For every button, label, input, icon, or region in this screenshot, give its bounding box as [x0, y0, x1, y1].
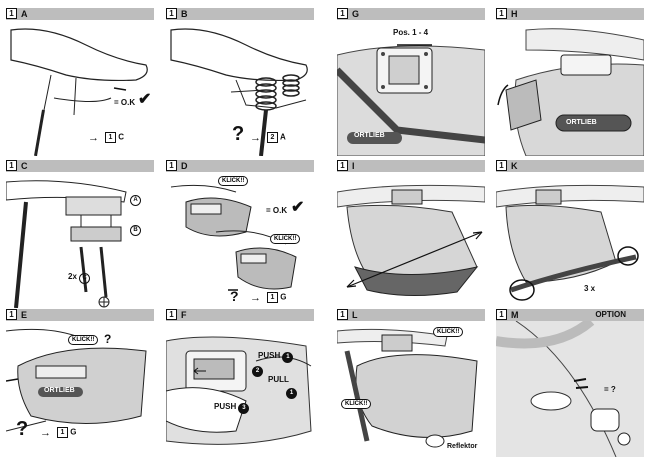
- step-b-header: 1 B: [166, 8, 314, 20]
- step-letter: A: [21, 9, 28, 19]
- step-letter: I: [352, 161, 355, 171]
- step-number-box: 1: [166, 8, 177, 19]
- step-d-header: 1 D: [166, 160, 314, 172]
- bag-remove-illustration: [6, 328, 147, 432]
- bag-roll-illustration: [496, 184, 644, 301]
- step-e-header: 1 E: [6, 309, 154, 321]
- step-a-header: 1 A: [6, 8, 154, 20]
- part-a-label: A: [130, 194, 141, 206]
- step-one-marker: 1: [286, 387, 297, 399]
- roll-count: 3 x: [584, 284, 596, 293]
- screw-count-label: 2x C: [68, 272, 91, 284]
- next-arrow: →: [40, 427, 51, 439]
- step-h-panel: 1 H ORTLIEB: [496, 8, 644, 156]
- step-letter: D: [181, 161, 188, 171]
- step-letter: G: [352, 9, 360, 19]
- bag-strap-illustration: [497, 28, 644, 156]
- klick-burst: KLICK!!: [218, 176, 249, 186]
- brand-label: ORTLIEB: [44, 387, 75, 394]
- step-number-box: 1: [6, 309, 17, 320]
- pull-label: PULL: [268, 375, 289, 384]
- step-l-header: 1 L: [337, 309, 485, 321]
- question-mark: ?: [104, 332, 112, 346]
- push-label-bottom: PUSH 3: [214, 402, 250, 414]
- bag-attach-illustration: [170, 184, 297, 291]
- question-mark: ?: [232, 123, 245, 145]
- saddle-illustration: [10, 28, 148, 156]
- ok-label: = O.K: [266, 206, 288, 215]
- klick-burst: KLICK!!: [341, 399, 372, 409]
- step-number-box: 1: [496, 160, 507, 171]
- bracket-position-illustration: [337, 44, 485, 156]
- brand-label: ORTLIEB: [566, 119, 597, 126]
- step-letter: L: [352, 310, 358, 320]
- step-number-box: 1: [6, 8, 17, 19]
- step-number-box: 1: [166, 309, 177, 320]
- spring-saddle-illustration: [170, 28, 308, 156]
- step-number-box: 1: [6, 160, 17, 171]
- next-step-ref: 2 A: [265, 132, 286, 143]
- compatibility-label: = ?: [604, 385, 616, 394]
- step-l-panel: 1 L KLICK!! KLICK!! Reflektor: [337, 309, 485, 457]
- step-a-panel: 1 A = O.K ✔ → 1 C: [6, 8, 154, 156]
- step-g-panel: 1 G Pos. 1 - 4 ORTLIEB: [337, 8, 485, 156]
- step-g-header: 1 G: [337, 8, 485, 20]
- ok-label: = O.K: [114, 98, 136, 107]
- question-mark: ?: [230, 288, 239, 304]
- step-letter: E: [21, 310, 28, 320]
- option-label: OPTION: [595, 310, 626, 319]
- step-two-marker: 2: [252, 365, 263, 377]
- step-letter: K: [511, 161, 518, 171]
- step-letter: M: [511, 310, 519, 320]
- next-step-ref: 1 C: [103, 132, 124, 143]
- next-arrow: →: [88, 132, 99, 144]
- step-number-box: 1: [337, 160, 348, 171]
- next-arrow: →: [250, 292, 261, 304]
- step-d-panel: 1 D KLICK!! = O.K ✔ KLICK!! ? → 1 G: [166, 160, 314, 308]
- step-i-header: 1 I: [337, 160, 485, 172]
- klick-burst: KLICK!!: [68, 335, 99, 345]
- step-letter: H: [511, 9, 518, 19]
- step-c-header: 1 C: [6, 160, 154, 172]
- bag-extend-illustration: [337, 184, 485, 297]
- next-arrow: →: [250, 132, 261, 144]
- question-mark-large: ?: [16, 418, 29, 440]
- step-m-header: 1 M OPTION: [496, 309, 644, 321]
- mount-parts-illustration: [6, 180, 127, 308]
- step-m-panel: 1 M OPTION = ?: [496, 309, 644, 457]
- step-k-panel: 1 K 3 x: [496, 160, 644, 308]
- step-number-box: 1: [166, 160, 177, 171]
- next-step-ref: 1 G: [265, 292, 286, 303]
- step-number-box: 1: [496, 8, 507, 19]
- bag-mounted-illustration: [337, 328, 478, 448]
- klick-burst: KLICK!!: [270, 234, 301, 244]
- release-mechanism-illustration: [166, 336, 312, 445]
- step-number-box: 1: [496, 309, 507, 320]
- step-letter: C: [21, 161, 28, 171]
- check-icon: ✔: [138, 91, 152, 108]
- step-h-header: 1 H: [496, 8, 644, 20]
- step-k-header: 1 K: [496, 160, 644, 172]
- push-label: PUSH 1: [258, 351, 294, 363]
- step-number-box: 1: [337, 309, 348, 320]
- step-number-box: 1: [337, 8, 348, 19]
- step-f-header: 1 F: [166, 309, 314, 321]
- step-b-panel: 1 B ? → 2 A: [166, 8, 314, 156]
- step-i-panel: 1 I: [337, 160, 485, 308]
- part-b-label: B: [130, 224, 141, 236]
- brand-label: ORTLIEB: [354, 132, 385, 139]
- position-label: Pos. 1 - 4: [393, 28, 429, 37]
- klick-burst: KLICK!!: [433, 327, 464, 337]
- step-e-panel: 1 E KLICK!! ? ORTLIEB ? → 1 G: [6, 309, 154, 457]
- check-icon: ✔: [291, 199, 305, 216]
- step-letter: F: [181, 310, 187, 320]
- step-letter: B: [181, 9, 188, 19]
- step-f-panel: 1 F PUSH 1 2 PULL 1 PUSH 3: [166, 309, 314, 457]
- next-step-ref: 1 G: [55, 427, 76, 438]
- reflector-label: Reflektor: [447, 443, 478, 450]
- light-mount-illustration: [496, 321, 644, 457]
- step-c-panel: 1 C A B 2x C: [6, 160, 154, 308]
